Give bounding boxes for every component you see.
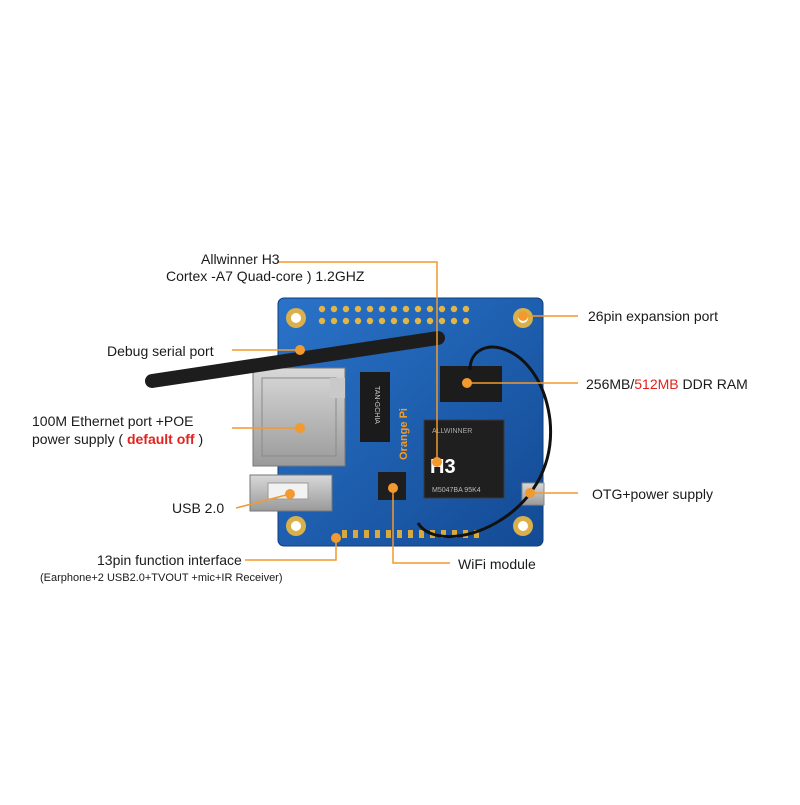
svg-text:ALLWINNER: ALLWINNER [432,428,472,435]
label-ethernet-line2-part3: ) [194,431,204,447]
leader-dots [285,311,535,543]
ethernet-transformer [360,372,390,442]
antenna [145,331,445,388]
antenna-cable [416,345,552,539]
expansion-header [318,305,470,325]
label-13pin-line1: 13pin function interface [97,552,242,568]
mounting-holes [286,308,533,536]
label-ram-highlight: 512MB [634,376,679,392]
label-ethernet-line2: power supply ( default off ) [32,431,203,448]
label-ram: 256MB/512MB DDR RAM [586,376,748,393]
label-ram-part3: DDR RAM [678,376,748,392]
label-ethernet-line2-part1: power supply ( [32,431,127,447]
label-ram-part1: 256MB/ [586,376,635,392]
label-expansion-port: 26pin expansion port [588,308,718,324]
usb-port [249,474,333,512]
label-cpu-line2: Cortex -A7 Quad-core ) 1.2GHZ [166,268,365,284]
leader-lines [232,261,578,564]
ethernet-jack [252,367,346,467]
label-wifi-module: WiFi module [458,556,536,572]
label-usb: USB 2.0 [172,500,225,516]
brand-mark: Orange Pi [398,408,410,460]
svg-text:M5047BA 95K4: M5047BA 95K4 [432,487,481,494]
label-otg-power-supply: OTG+power supply [592,486,713,502]
label-13pin-line2: (Earphone+2 USB2.0+TVOUT +mic+IR Receive… [40,572,283,584]
label-default-off: default off [126,431,195,447]
label-ethernet-line1: 100M Ethernet port +POE [32,413,194,429]
svg-text:TAN-GCHIA: TAN-GCHIA [373,386,380,424]
label-debug-serial-port: Debug serial port [107,343,214,359]
label-cpu-line1: Allwinner H3 [201,251,280,267]
